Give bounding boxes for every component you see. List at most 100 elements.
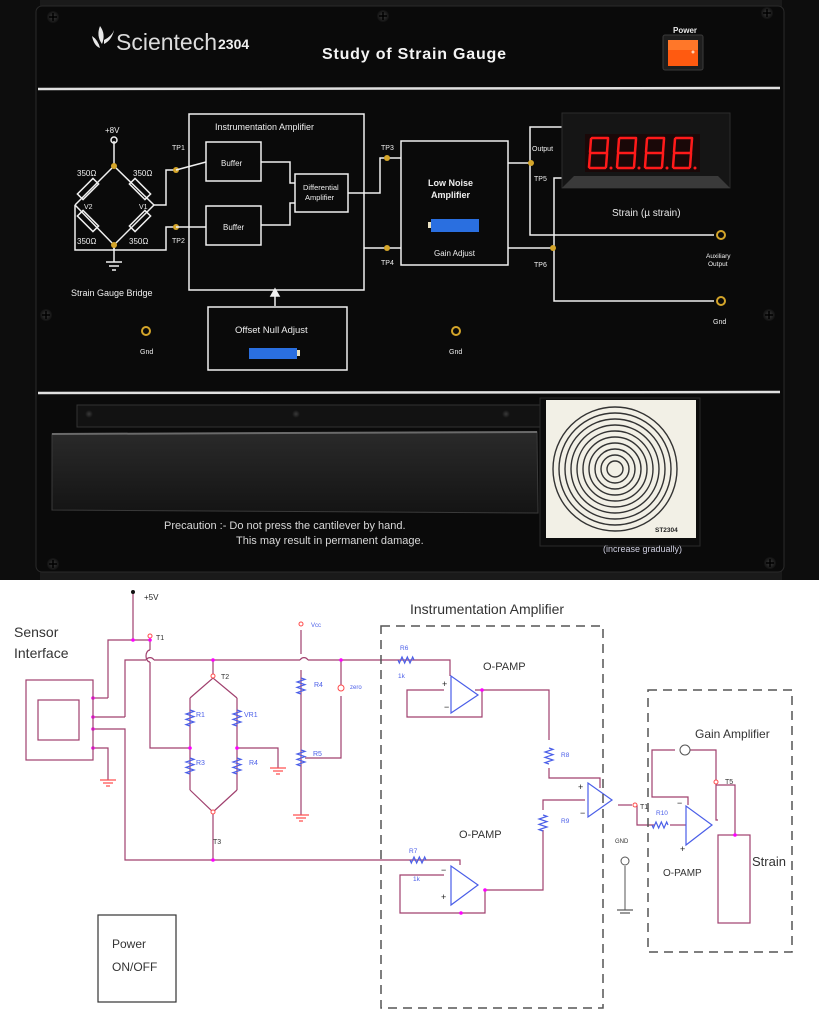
led-segment <box>604 152 609 169</box>
bridge-node <box>111 242 117 248</box>
terminals <box>147 621 719 815</box>
led-segment <box>605 137 610 154</box>
inst-amp-title: Instrumentation Amplifier <box>410 601 564 617</box>
r10-label: R10 <box>656 810 668 817</box>
target-card <box>539 397 701 547</box>
offset-null-label: Offset Null Adjust <box>235 325 308 336</box>
power-label-1: Power <box>112 937 146 951</box>
led-segment <box>672 137 677 154</box>
led-digit <box>671 136 697 170</box>
screw-icon <box>502 410 510 418</box>
resistor-label: 350Ω <box>77 169 96 178</box>
led-segment <box>632 152 637 169</box>
strain-label: Strain <box>752 854 786 869</box>
ground-icon <box>617 909 633 914</box>
svg-text:−: − <box>444 702 449 712</box>
sensor-interface-symbol <box>25 679 94 761</box>
resistor-symbol <box>651 820 669 830</box>
gain-amp-title: Gain Amplifier <box>695 727 770 741</box>
resistor-symbol <box>295 677 307 695</box>
led-segment <box>671 152 676 169</box>
r6-label: R6 <box>400 645 409 652</box>
divider-top <box>37 86 781 91</box>
gnd-label: Gnd <box>449 349 462 356</box>
target-ring <box>552 406 678 532</box>
op-amps <box>450 674 714 907</box>
target-label: ST2304 <box>655 527 678 534</box>
t1-out-label: T1 <box>640 804 648 811</box>
led-segment <box>587 152 592 169</box>
gnd-terminal[interactable] <box>141 326 151 336</box>
tp6-label: TP6 <box>534 262 547 269</box>
vr1-label: VR1 <box>244 712 258 719</box>
offset-null-trimmer[interactable] <box>249 348 300 359</box>
gain-amp-dashed-box <box>647 689 793 953</box>
junction-nodes <box>91 638 737 915</box>
resistor-symbol <box>231 709 243 727</box>
buffer2-label: Buffer <box>223 223 245 232</box>
r3-label: R3 <box>196 760 205 767</box>
model-number: 2304 <box>218 36 249 52</box>
cantilever-cover <box>51 404 541 514</box>
vcc-label: Vcc <box>311 623 321 629</box>
screw-icon <box>47 11 59 23</box>
tp5-label: TP5 <box>534 176 547 183</box>
svg-text:+: + <box>442 679 447 689</box>
r9-label: R9 <box>561 818 570 825</box>
ground-symbols <box>100 767 309 822</box>
power-label-2: ON/OFF <box>112 960 157 974</box>
power-switch[interactable] <box>662 34 704 71</box>
svg-text:+: + <box>680 844 685 854</box>
schematic-diagram: +− −+ +− −+ +5V Sensor Interface T1 T2 <box>14 590 793 1009</box>
diff-amp-label-2: Amplifier <box>305 193 335 202</box>
test-point-tp4[interactable] <box>384 245 390 251</box>
offset-null-block <box>207 306 348 371</box>
tp2-label: TP2 <box>172 238 185 245</box>
gnd-terminal <box>620 856 630 866</box>
led-segment <box>616 137 621 154</box>
led-segment <box>643 152 648 169</box>
led-segment <box>689 137 694 154</box>
r6-value: 1k <box>398 673 406 680</box>
r4-bridge-label: R4 <box>249 760 258 767</box>
lna-label-1: Low Noise <box>428 178 473 188</box>
test-point-tp6[interactable] <box>550 245 556 251</box>
tp3-label: TP3 <box>381 145 394 152</box>
test-point-tp3[interactable] <box>384 155 390 161</box>
aux-output-label-1: Auxiliary <box>706 253 731 260</box>
opamp-symbol-gain <box>685 804 714 847</box>
trainer-panel-photo: Scientech 2304 Study of Strain Gauge Pow… <box>0 0 819 580</box>
screw-icon <box>40 309 52 321</box>
divider-bottom <box>37 390 781 395</box>
precaution-line-2: This may result in permanent damage. <box>236 535 424 547</box>
cabinet-right-side <box>782 0 819 580</box>
trainer-panel: Scientech 2304 Study of Strain Gauge Pow… <box>0 0 819 580</box>
svg-text:−: − <box>580 808 585 818</box>
opamp-symbol-diff <box>587 781 614 819</box>
gnd-output-terminal[interactable] <box>716 296 726 306</box>
gnd-label: Gnd <box>140 349 153 356</box>
target-ring <box>558 412 672 526</box>
v1-label: V1 <box>139 204 148 211</box>
target-ring <box>564 418 666 520</box>
gnd-output-label: Gnd <box>713 319 726 326</box>
resistor-symbol <box>184 757 196 775</box>
resistor-label: 350Ω <box>133 169 152 178</box>
gnd-terminal[interactable] <box>451 326 461 336</box>
target-ring <box>588 442 642 496</box>
opamp-label-top: O-PAMP <box>483 661 526 673</box>
bridge-supply-label: +8V <box>105 126 120 135</box>
resistor-symbol <box>184 709 196 727</box>
led-digits <box>587 136 697 170</box>
opamp-symbol-top <box>450 674 480 715</box>
resistor-symbol <box>295 749 307 767</box>
led-decimal-point <box>693 166 697 170</box>
target-ring <box>600 454 630 484</box>
gain-adjust-trimmer[interactable] <box>428 219 479 232</box>
supply-terminal <box>110 136 118 144</box>
led-segment <box>688 152 693 169</box>
aux-output-terminal[interactable] <box>716 230 726 240</box>
target-ring <box>594 448 636 490</box>
t2-label: T2 <box>221 674 229 681</box>
r5-label: R5 <box>313 751 322 758</box>
